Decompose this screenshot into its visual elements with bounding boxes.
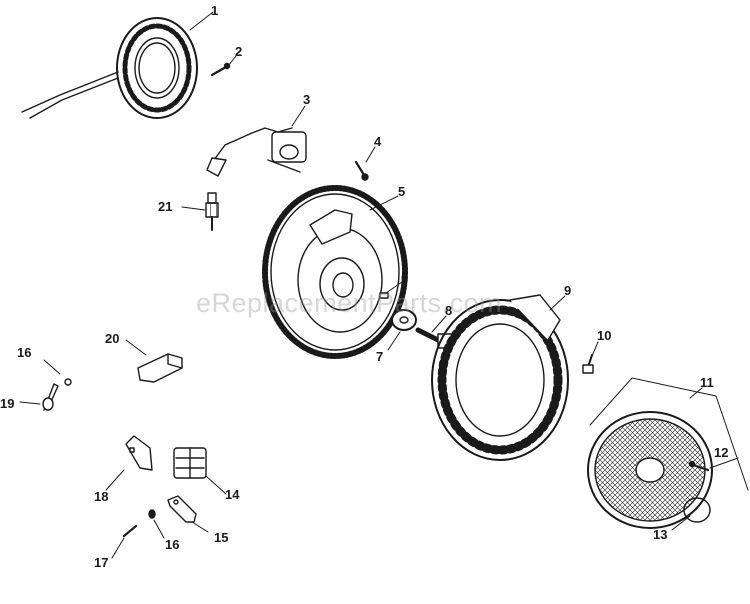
stator <box>21 17 198 119</box>
leader-lines <box>19 11 739 559</box>
label-part-13: 13 <box>653 527 668 542</box>
flywheel-key <box>379 292 389 299</box>
label-part-6: 6 <box>401 270 409 285</box>
screen-screw <box>688 460 710 472</box>
label-part-1: 1 <box>211 3 219 18</box>
label-part-12: 12 <box>714 445 729 460</box>
connector <box>137 353 183 383</box>
rectifier <box>173 447 207 479</box>
flywheel <box>262 185 408 359</box>
label-part-3: 3 <box>303 92 311 107</box>
screw-lower <box>122 524 138 538</box>
nut-lower <box>148 509 156 519</box>
label-part-20: 20 <box>105 331 120 346</box>
nut-upper <box>64 378 72 386</box>
watermark-text: eReplacementParts.com <box>196 288 503 318</box>
label-part-15: 15 <box>214 530 229 545</box>
fan-screw <box>582 354 594 374</box>
label-part-18: 18 <box>94 489 109 504</box>
grass-screen <box>587 377 749 529</box>
bracket-clamp <box>42 383 59 411</box>
label-part-4: 4 <box>374 134 382 149</box>
label-part-21: 21 <box>158 199 173 214</box>
screen-disc <box>683 497 711 523</box>
label-part-7: 7 <box>376 349 384 364</box>
label-part-14: 14 <box>225 487 240 502</box>
label-part-2: 2 <box>235 44 243 59</box>
label-part-5: 5 <box>398 184 406 199</box>
mounting-bracket <box>167 495 197 523</box>
relay <box>125 435 153 471</box>
label-part-17: 17 <box>94 555 109 570</box>
label-part-9: 9 <box>564 283 572 298</box>
label-part-8: 8 <box>445 303 453 318</box>
ignition-module <box>206 127 307 177</box>
washer <box>391 309 417 331</box>
label-part-16-upper: 16 <box>17 345 32 360</box>
label-part-10: 10 <box>597 328 612 343</box>
label-part-19: 19 <box>0 396 15 411</box>
stator-screw <box>210 62 231 77</box>
label-part-16-lower: 16 <box>165 537 180 552</box>
cooling-fan <box>431 294 569 461</box>
spark-plug <box>205 192 219 231</box>
label-part-11: 11 <box>700 375 714 390</box>
module-screw <box>354 160 369 181</box>
